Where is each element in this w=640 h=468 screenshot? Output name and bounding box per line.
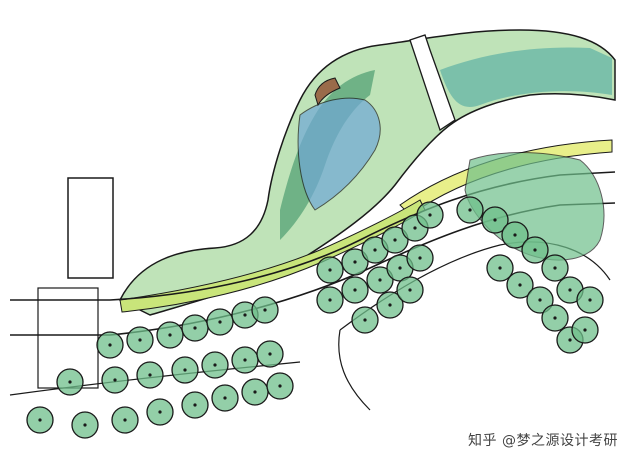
blue-water-channel — [297, 97, 381, 211]
tree-trunk-dot — [148, 373, 152, 377]
tree-trunk-dot — [168, 333, 172, 337]
tree-trunk-dot — [393, 238, 397, 242]
tree-trunk-dot — [568, 288, 572, 292]
tree-trunk-dot — [493, 218, 497, 222]
bottom-road-line — [338, 329, 371, 411]
watermark-handle: @梦之源设计考研 — [502, 433, 618, 449]
tree-trunk-dot — [428, 213, 432, 217]
tree-trunk-dot — [328, 268, 332, 272]
tree-trunk-dot — [553, 316, 557, 320]
tree-trunk-dot — [253, 390, 257, 394]
tree-trunk-dot — [243, 358, 247, 362]
tree-trunk-dot — [158, 410, 162, 414]
tree-trunk-dot — [353, 260, 357, 264]
tree-trunk-dot — [268, 352, 272, 356]
tree-trunk-dot — [373, 248, 377, 252]
tree-trunk-dot — [388, 303, 392, 307]
tree-trunk-dot — [218, 320, 222, 324]
tree-trunk-dot — [68, 380, 72, 384]
rock-edge — [314, 77, 341, 107]
tree-grove-upper-right — [464, 152, 605, 261]
tree-trunk-dot — [538, 298, 542, 302]
tree-trunk-dot — [513, 233, 517, 237]
tree-trunk-dot — [328, 298, 332, 302]
tree-trunk-dot — [418, 256, 422, 260]
building-outline-icon — [67, 177, 114, 279]
tree-trunk-dot — [278, 384, 282, 388]
tree-trunk-dot — [413, 226, 417, 230]
tree-trunk-dot — [398, 266, 402, 270]
tree-trunk-dot — [553, 266, 557, 270]
tree-trunk-dot — [38, 418, 42, 422]
tree-trunk-dot — [123, 418, 127, 422]
tree-trunk-dot — [243, 313, 247, 317]
tree-trunk-dot — [193, 403, 197, 407]
tree-trunk-dot — [583, 328, 587, 332]
tree-trunk-dot — [213, 363, 217, 367]
tree-trunk-dot — [568, 338, 572, 342]
tree-trunk-dot — [113, 378, 117, 382]
tree-trunk-dot — [498, 266, 502, 270]
tree-trunk-dot — [408, 288, 412, 292]
tree-trunk-dot — [138, 338, 142, 342]
tree-trunk-dot — [263, 308, 267, 312]
tree-trunk-dot — [193, 326, 197, 330]
tree-trunk-dot — [363, 318, 367, 322]
tree-trunk-dot — [533, 248, 537, 252]
tree-trunk-dot — [83, 423, 87, 427]
upper-structure — [409, 34, 456, 132]
tree-trunk-dot — [588, 298, 592, 302]
watermark: 知乎 @梦之源设计考研 — [468, 430, 618, 450]
tree-trunk-dot — [353, 288, 357, 292]
tree-trunk-dot — [378, 278, 382, 282]
tree-canopy-group — [26, 196, 604, 439]
teal-slope-band — [440, 47, 612, 107]
green-hillside-area — [118, 29, 616, 316]
watermark-platform: 知乎 — [468, 433, 498, 449]
tree-trunk-dot — [518, 283, 522, 287]
tree-trunk-dot — [183, 368, 187, 372]
tree-trunk-dot — [223, 396, 227, 400]
tree-trunk-dot — [468, 208, 472, 212]
tree-trunk-dot — [108, 343, 112, 347]
